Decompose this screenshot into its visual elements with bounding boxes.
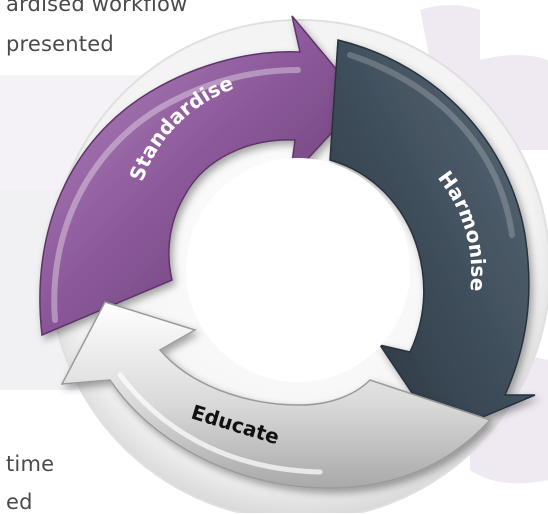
standardise-arrow-highlight [51, 67, 301, 323]
background-text-line-1: ardised workflow [6, 0, 188, 16]
background-text-line-3: time [6, 452, 55, 476]
educate-arrow[interactable] [60, 301, 492, 489]
harmonise-arrow-highlight [347, 52, 515, 238]
cycle-center [186, 158, 410, 382]
background-text-line-4: ed [6, 490, 33, 514]
background-text-line-2: presented [6, 32, 114, 56]
harmonise-arrow[interactable] [329, 39, 536, 436]
standardise-arrow[interactable] [39, 15, 363, 337]
educate-arrow-highlight [117, 372, 323, 475]
